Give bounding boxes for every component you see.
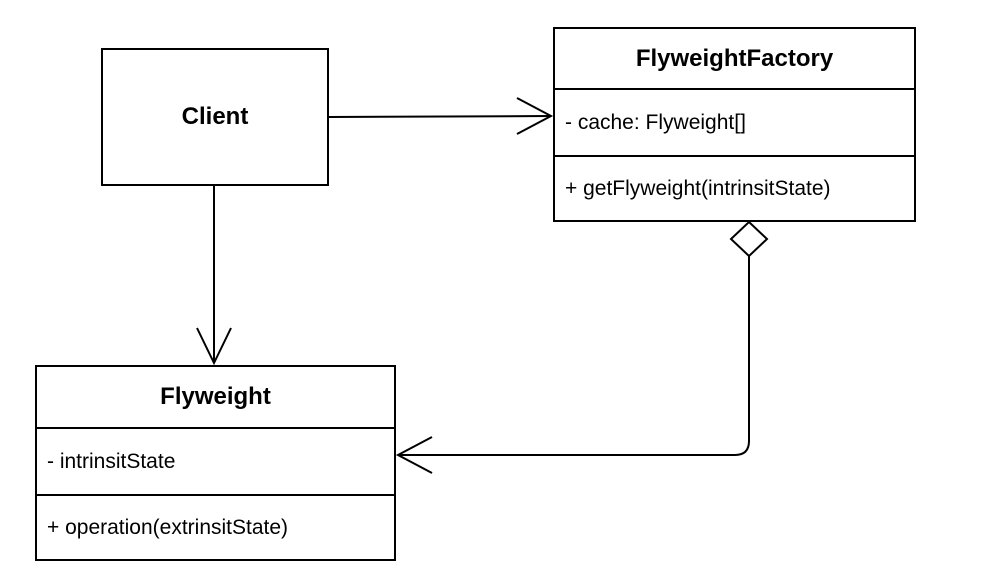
aggregation-diamond (729, 220, 769, 258)
flyweight-factory-class-box: FlyweightFactory - cache: Flyweight[] + … (553, 27, 916, 222)
flyweight-class-name: Flyweight (160, 383, 271, 410)
flyweight-class-box: Flyweight - intrinsitState + operation(e… (35, 365, 396, 561)
flyweight-operation: + operation(extrinsitState) (37, 494, 394, 559)
client-class-name: Client (181, 103, 249, 130)
factory-flyweight-aggregation (395, 220, 769, 474)
client-to-flyweight-association (196, 186, 232, 366)
aggregation-arrowhead (395, 436, 433, 474)
client-class-box: Client (101, 48, 329, 186)
aggregation-line (398, 256, 750, 456)
flyweight-attribute: - intrinsitState (37, 427, 394, 494)
client-to-flyweight-arrowhead (196, 327, 232, 366)
flyweight-factory-operation: + getFlyweight(intrinsitState) (555, 155, 914, 220)
flyweight-factory-class-name: FlyweightFactory (635, 44, 834, 72)
client-to-factory-line (328, 115, 552, 118)
client-to-factory-arrowhead (516, 97, 554, 135)
client-to-factory-association (328, 97, 554, 135)
flyweight-factory-attribute: - cache: Flyweight[] (555, 88, 914, 155)
